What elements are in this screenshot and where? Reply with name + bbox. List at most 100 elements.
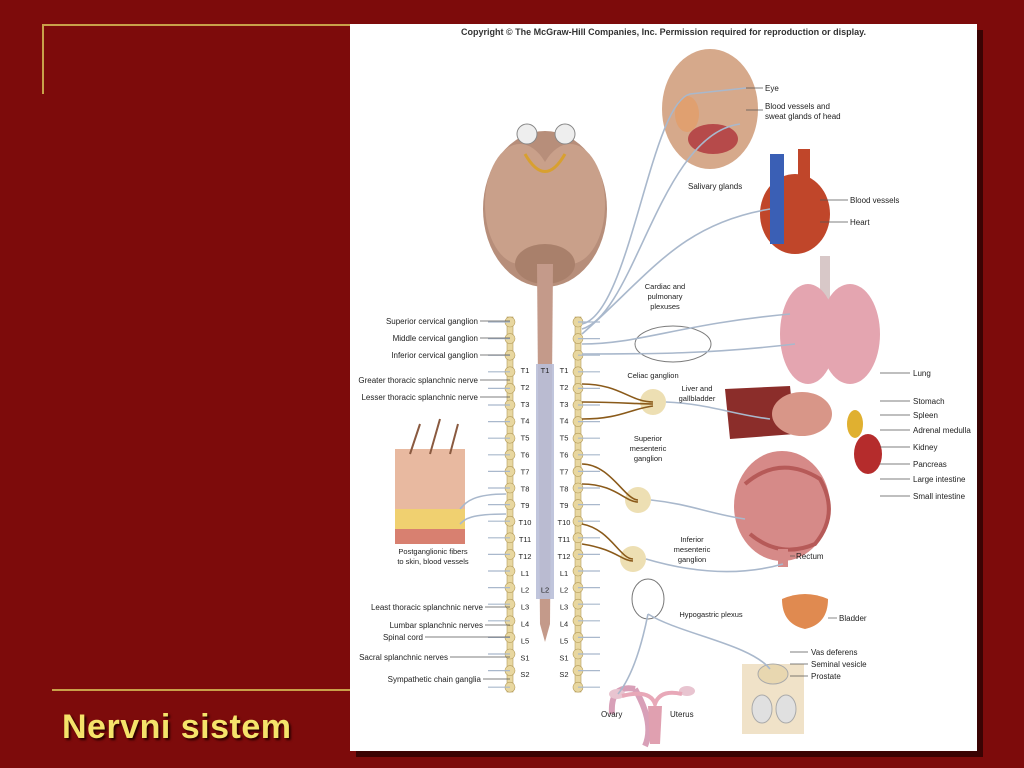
segment-label-left: T2	[521, 383, 530, 392]
hypogastric-plexus-outline	[631, 578, 665, 620]
label-superior-mesenteric-1: Superior	[634, 434, 663, 443]
cord-segment-label: T1	[541, 366, 550, 375]
nerve-fibers	[459, 87, 796, 695]
label-liver-gallbladder-1: Liver and	[682, 384, 713, 393]
segment-label-right: T2	[560, 383, 569, 392]
nerve-fiber	[581, 208, 771, 335]
label-bladder: Bladder	[839, 614, 867, 623]
segment-label-left: T10	[519, 518, 532, 527]
label-seminal-vesicle: Seminal vesicle	[811, 660, 867, 669]
label-uterus: Uterus	[670, 710, 694, 719]
nerve-fiber	[665, 401, 771, 420]
label-postganglionic-fibers-2: to skin, blood vessels	[397, 557, 469, 566]
segment-label-left: S1	[520, 653, 529, 662]
intestines-illustration	[734, 451, 831, 567]
nerve-fiber	[647, 613, 771, 670]
skin-illustration	[395, 418, 465, 544]
label-vas-deferens: Vas deferens	[811, 648, 858, 657]
label-stomach: Stomach	[913, 397, 945, 406]
label-blood-vessels: Blood vessels	[850, 196, 899, 205]
nerve-fiber	[645, 558, 784, 573]
label-hypogastric-plexus: Hypogastric plexus	[679, 610, 743, 619]
nerve-fiber	[581, 523, 634, 560]
nerve-fiber	[581, 405, 654, 420]
label-rectum: Rectum	[796, 552, 824, 561]
label-lung: Lung	[913, 369, 931, 378]
segment-label-right: T11	[558, 535, 570, 544]
segment-label-right: L3	[560, 603, 568, 612]
segment-label-right: T9	[560, 501, 569, 510]
segment-label-right: T7	[560, 467, 569, 476]
segment-label-left: T1	[521, 366, 530, 375]
segment-label-right: T1	[560, 366, 569, 375]
segment-label-right: L4	[560, 620, 568, 629]
segment-label-right: T4	[560, 417, 569, 426]
label-heart: Heart	[850, 218, 870, 227]
segment-label-left: T7	[521, 467, 530, 476]
segment-label-left: T4	[521, 417, 530, 426]
label-cardiac-plexus-1: Cardiac and	[645, 282, 685, 291]
label-inferior-mesenteric-2: mesenteric	[674, 545, 711, 554]
segment-label-left: S2	[520, 670, 529, 679]
segment-label-left: T8	[521, 484, 530, 493]
segment-label-left: T3	[521, 400, 530, 409]
heart-illustration	[760, 149, 830, 254]
segment-label-right: T6	[560, 451, 569, 460]
label-spinal-cord: Spinal cord	[383, 633, 423, 642]
segment-label-right: T8	[560, 484, 569, 493]
label-leader-lines	[425, 87, 910, 680]
label-prostate: Prostate	[811, 672, 841, 681]
slide-title: Nervni sistem	[62, 708, 292, 746]
female-reproductive-illustration	[608, 685, 695, 748]
segment-label-left: T9	[521, 501, 530, 510]
bottom-accent-line	[52, 689, 352, 691]
nerve-fiber	[581, 483, 639, 503]
label-spleen: Spleen	[913, 411, 938, 420]
bladder-illustration	[782, 594, 828, 629]
label-salivary-glands: Salivary glands	[688, 182, 742, 191]
nerve-fiber	[459, 493, 507, 510]
copyright-notice: Copyright © The McGraw-Hill Companies, I…	[460, 27, 867, 37]
segment-label-left: T6	[521, 451, 530, 460]
nerve-fiber	[581, 383, 654, 403]
segment-label-right: S1	[559, 653, 568, 662]
left-accent-line	[42, 24, 44, 94]
brain-illustration	[483, 123, 607, 287]
label-eye: Eye	[765, 84, 779, 93]
segment-label-left: L5	[521, 636, 529, 645]
segment-label-right: T12	[558, 552, 571, 561]
label-lesser-thoracic-splanchnic-nerve: Lesser thoracic splanchnic nerve	[361, 393, 478, 402]
label-greater-thoracic-splanchnic-nerve: Greater thoracic splanchnic nerve	[358, 376, 478, 385]
label-superior-mesenteric-3: ganglion	[634, 454, 662, 463]
head-illustration	[662, 49, 758, 169]
label-inferior-mesenteric-3: ganglion	[678, 555, 706, 564]
label-liver-gallbladder-2: gallbladder	[679, 394, 716, 403]
label-superior-mesenteric-2: mesenteric	[630, 444, 667, 453]
male-reproductive-illustration	[742, 663, 804, 734]
nerve-fiber	[459, 513, 507, 525]
label-cardiac-plexus-3: plexuses	[650, 302, 680, 311]
label-sympathetic-chain-ganglia: Sympathetic chain ganglia	[388, 675, 482, 684]
label-middle-cervical-ganglion: Middle cervical ganglion	[393, 334, 478, 343]
label-least-thoracic-splanchnic-nerve: Least thoracic splanchnic nerve	[371, 603, 484, 612]
liver-stomach-illustration	[725, 386, 882, 474]
segment-label-right: L2	[560, 586, 568, 595]
label-sweat-glands-head: sweat glands of head	[765, 112, 841, 121]
segment-label-right: L1	[560, 569, 568, 578]
label-inferior-cervical-ganglion: Inferior cervical ganglion	[391, 351, 478, 360]
label-superior-cervical-ganglion: Superior cervical ganglion	[386, 317, 478, 326]
label-small-intestine: Small intestine	[913, 492, 966, 501]
segment-label-right: T10	[558, 518, 571, 527]
label-ovary: Ovary	[601, 710, 622, 719]
segment-label-left: T11	[519, 535, 531, 544]
segment-label-left: L1	[521, 569, 529, 578]
cord-segment-label: L2	[541, 586, 549, 595]
label-inferior-mesenteric-1: Inferior	[680, 535, 704, 544]
nerve-fiber	[650, 499, 746, 520]
nerve-fiber	[581, 313, 791, 345]
label-blood-vessels-head: Blood vessels and	[765, 102, 830, 111]
label-adrenal-medulla: Adrenal medulla	[913, 426, 971, 435]
label-lumbar-splanchnic-nerves: Lumbar splanchnic nerves	[390, 621, 483, 630]
segment-label-left: L3	[521, 603, 529, 612]
